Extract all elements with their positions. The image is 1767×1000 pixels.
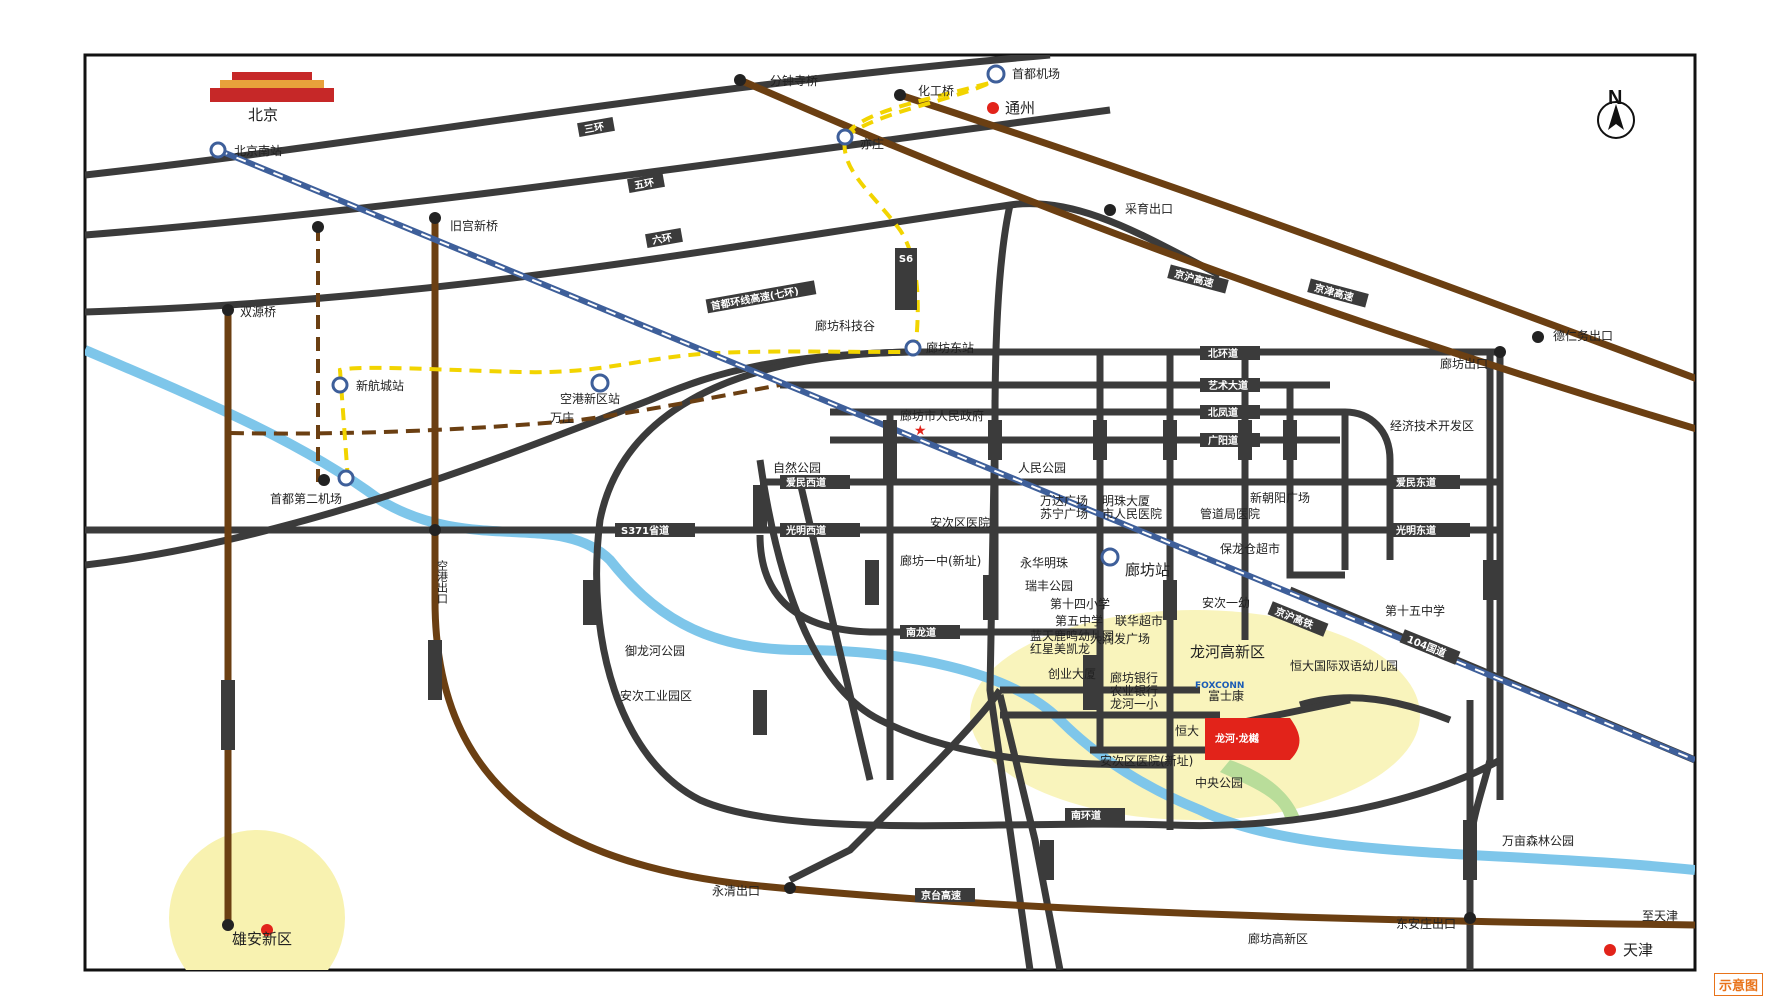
label-shuangyuan: 双源桥 bbox=[240, 305, 276, 319]
svg-text:北环道: 北环道 bbox=[1208, 347, 1238, 360]
label-langfang-exit: 廊坊出口 bbox=[1440, 356, 1488, 371]
project-block bbox=[1205, 718, 1300, 760]
label-langfang-gaoxin: 廊坊高新区 bbox=[1248, 931, 1308, 946]
label-langfang-no1: 廊坊一中(新址) bbox=[900, 553, 981, 568]
svg-text:N: N bbox=[1608, 87, 1622, 109]
label-yizhuang: 亦庄 bbox=[860, 136, 884, 151]
label-anci-no1: 安次一幼 bbox=[1202, 595, 1250, 610]
svg-text:京台高速: 京台高速 bbox=[921, 889, 961, 902]
label-wanzhuang: 万庄 bbox=[550, 410, 574, 425]
label-ziran-park: 自然公园 bbox=[773, 460, 821, 475]
svg-text:光明东道: 光明东道 bbox=[1395, 524, 1436, 537]
label-derenwu: 德仁务出口 bbox=[1553, 328, 1613, 343]
svg-text:六环: 六环 bbox=[651, 231, 673, 247]
label-daxing-airport: 首都第二机场 bbox=[270, 492, 342, 506]
vertical-road-labels: 空港出口 bbox=[436, 559, 449, 604]
road-badges: 三环 五环 六环 首都环线高速(七环) S6 京沪高速 京津高速 北环道 艺术大… bbox=[221, 116, 1497, 902]
svg-text:爱民东道: 爱民东道 bbox=[1396, 476, 1436, 489]
label-yongqing: 永清出口 bbox=[712, 884, 760, 898]
label-nongye-bank: 农业银行 bbox=[1110, 684, 1158, 698]
label-hengda-short: 恒大 bbox=[1175, 724, 1199, 738]
label-dayun: 大润发广场 bbox=[1090, 631, 1150, 646]
station-markers bbox=[209, 64, 1544, 931]
label-no14: 第十四小学 bbox=[1050, 596, 1110, 611]
schematic-badge: 示意图 bbox=[1713, 973, 1763, 996]
label-no15: 第十五中学 bbox=[1385, 603, 1445, 618]
label-xinhangcheng: 新航城站 bbox=[356, 378, 404, 393]
label-yonghua: 永华明珠 bbox=[1020, 556, 1068, 570]
xiongan-dot bbox=[261, 924, 273, 936]
label-langfang-east: 廊坊东站 bbox=[926, 340, 974, 355]
place-labels: 北京 北京南站 分钟寺桥 化工桥 首都机场 通州 亦庄 旧宫新桥 采育出口 双源… bbox=[232, 67, 1678, 959]
svg-text:光明西道: 光明西道 bbox=[785, 524, 826, 537]
label-capital-airport: 首都机场 bbox=[1012, 67, 1060, 81]
label-langfang-bank: 廊坊银行 bbox=[1110, 670, 1158, 685]
label-anci-hospital: 安次区医院 bbox=[930, 515, 990, 530]
tongzhou-dot bbox=[987, 102, 999, 114]
label-langfang-keji: 廊坊科技谷 bbox=[815, 318, 875, 333]
svg-text:三环: 三环 bbox=[583, 121, 605, 136]
label-langfang-station: 廊坊站 bbox=[1125, 561, 1170, 579]
label-anci-new: 安次区医院(新址) bbox=[1100, 753, 1193, 768]
highways bbox=[224, 76, 1695, 929]
tianjin-dot bbox=[1604, 944, 1616, 956]
label-dongan: 东安庄出口 bbox=[1396, 916, 1456, 931]
label-chuangye: 创业大厦 bbox=[1048, 667, 1096, 681]
label-no5: 第五中学 bbox=[1055, 613, 1103, 628]
gov-star-icon: ★ bbox=[914, 423, 927, 439]
label-wanda: 万达广场 bbox=[1040, 494, 1088, 508]
svg-text:五环: 五环 bbox=[633, 177, 655, 192]
label-xiongan: 雄安新区 bbox=[232, 930, 292, 948]
svg-text:南龙道: 南龙道 bbox=[906, 626, 936, 639]
svg-text:北凤道: 北凤道 bbox=[1208, 406, 1238, 419]
label-jiuguanqiao: 旧宫新桥 bbox=[450, 218, 498, 233]
label-central-park: 中央公园 bbox=[1195, 775, 1243, 790]
label-wanmu: 万亩森林公园 bbox=[1502, 833, 1574, 848]
svg-text:空港出口: 空港出口 bbox=[436, 559, 449, 604]
label-huagong: 化工桥 bbox=[918, 84, 954, 98]
label-mingbo: 明珠大厦 bbox=[1102, 494, 1150, 508]
label-to-tianjin: 至天津 bbox=[1642, 909, 1678, 923]
label-ruifeng: 瑞丰公园 bbox=[1025, 579, 1073, 593]
label-tongzhou: 通州 bbox=[1005, 99, 1035, 117]
label-lantian: 蓝天鹿鸣幼儿园 bbox=[1030, 628, 1114, 643]
label-guandao: 管道局医院 bbox=[1200, 506, 1260, 521]
label-beijing: 北京 bbox=[248, 106, 278, 124]
river bbox=[85, 345, 1695, 875]
label-konggang: 空港新区站 bbox=[560, 391, 620, 406]
central-park-green bbox=[1220, 760, 1300, 818]
label-caiyu: 采育出口 bbox=[1125, 201, 1173, 216]
label-fenzhongsi: 分钟寺桥 bbox=[770, 73, 818, 88]
label-jingji: 经济技术开发区 bbox=[1390, 418, 1474, 433]
label-xinchao: 新朝阳广场 bbox=[1250, 490, 1310, 505]
label-tianjin: 天津 bbox=[1623, 941, 1653, 959]
svg-text:艺术大道: 艺术大道 bbox=[1208, 379, 1248, 392]
label-hongxing: 红星美凯龙 bbox=[1030, 641, 1090, 656]
label-gov: 廊坊市人民政府 bbox=[900, 408, 984, 423]
label-beijing-south: 北京南站 bbox=[234, 143, 282, 158]
xiongan-area bbox=[169, 830, 345, 970]
north-compass-icon: N bbox=[1597, 87, 1635, 139]
label-yulonghe: 御龙河公园 bbox=[625, 643, 685, 658]
label-foxconn: FOXCONN bbox=[1195, 681, 1244, 691]
label-baolong: 保龙仓超市 bbox=[1220, 541, 1280, 556]
label-fushikang: 富士康 bbox=[1208, 688, 1244, 703]
svg-text:S6: S6 bbox=[899, 254, 913, 265]
label-hengda: 恒大国际双语幼儿园 bbox=[1290, 659, 1398, 673]
svg-text:S371省道: S371省道 bbox=[621, 524, 669, 537]
tiananmen-icon bbox=[210, 72, 334, 102]
label-jiahua: 联华超市 bbox=[1115, 613, 1163, 628]
label-anci-industry: 安次工业园区 bbox=[620, 688, 692, 703]
label-project: 龙河·龙樾 bbox=[1214, 732, 1260, 745]
svg-text:南环道: 南环道 bbox=[1071, 809, 1101, 822]
svg-text:广阳道: 广阳道 bbox=[1208, 434, 1238, 447]
label-shirenmin: 市人民医院 bbox=[1102, 506, 1162, 521]
svg-text:爱民西道: 爱民西道 bbox=[786, 476, 826, 489]
label-renmin-park: 人民公园 bbox=[1018, 461, 1066, 475]
label-longhe-primary: 龙河一小 bbox=[1110, 697, 1158, 711]
label-suning: 苏宁广场 bbox=[1040, 506, 1088, 521]
label-longhe: 龙河高新区 bbox=[1190, 643, 1265, 661]
